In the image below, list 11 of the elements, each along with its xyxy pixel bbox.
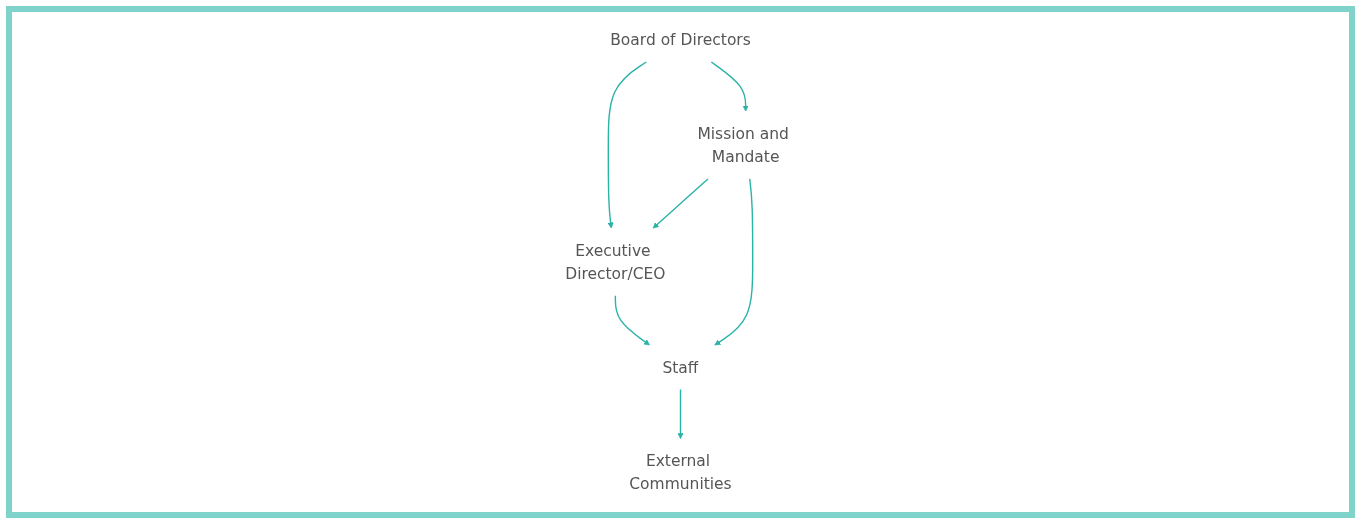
node-text: Staff	[662, 358, 699, 377]
arrow	[607, 61, 647, 229]
arrow	[677, 388, 684, 440]
arrow	[710, 61, 749, 112]
arrow	[714, 178, 754, 346]
node-text: External Communities	[629, 452, 732, 493]
node-text: Mission and Mandate	[697, 124, 789, 166]
node-text: Executive Director/CEO	[565, 241, 666, 283]
arrow	[652, 178, 709, 229]
node-text: Board of Directors	[610, 31, 751, 49]
arrow	[614, 295, 650, 346]
